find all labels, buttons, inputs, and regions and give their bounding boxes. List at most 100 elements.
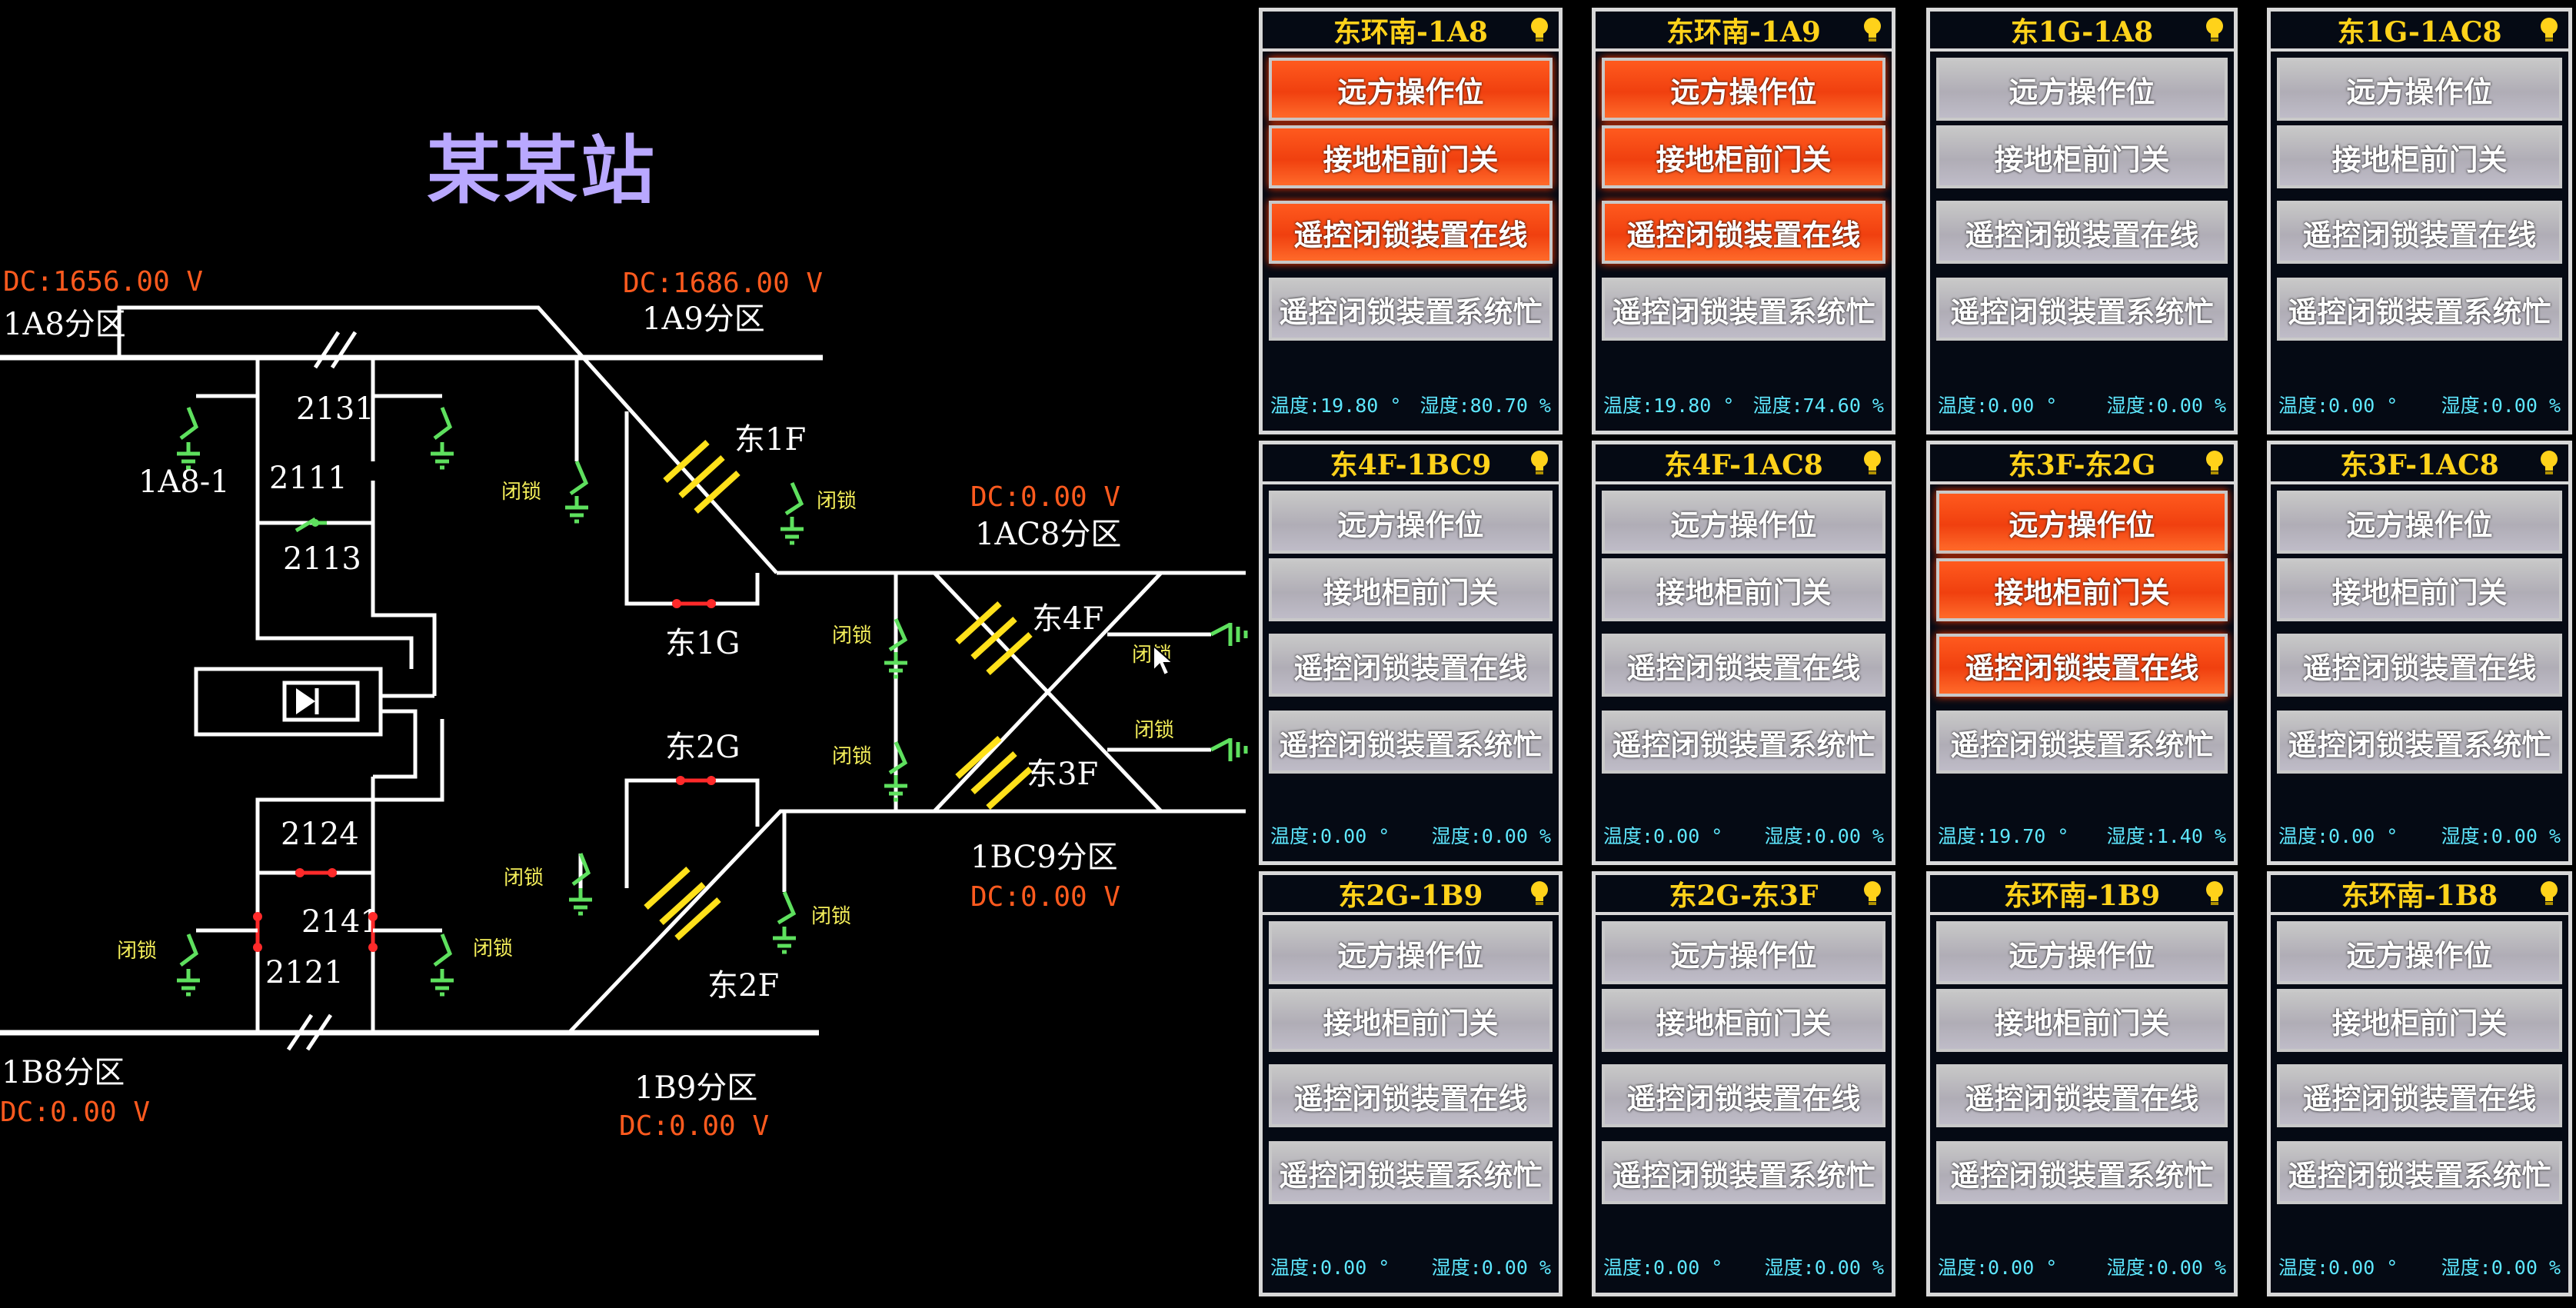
status-indicator: 遥控闭锁装置系统忙 bbox=[1936, 278, 2228, 341]
temperature-value: 温度:0.00 ° bbox=[1938, 1256, 2058, 1279]
status-indicator: 遥控闭锁装置系统忙 bbox=[1269, 278, 1553, 341]
status-indicator: 接地柜前门关 bbox=[1602, 125, 1885, 188]
earth-switch-icon[interactable] bbox=[884, 617, 908, 679]
voltage-1bc9: DC:0.00 V bbox=[970, 881, 1120, 913]
status-indicator: 接地柜前门关 bbox=[2277, 125, 2562, 188]
label-dong-2f: 东2F bbox=[707, 968, 779, 1003]
earth-switch-icon[interactable] bbox=[177, 928, 258, 997]
status-indicator: 遥控闭锁装置在线 bbox=[1936, 634, 2228, 697]
section-label-1ac8: 1AC8分区 bbox=[975, 517, 1121, 552]
status-indicator: 远方操作位 bbox=[1936, 921, 2228, 984]
section-label-1b8: 1B8分区 bbox=[2, 1055, 125, 1090]
bulb-icon[interactable] bbox=[2203, 880, 2226, 907]
switch-2111[interactable] bbox=[258, 517, 373, 533]
earth-switch-icon[interactable] bbox=[177, 358, 260, 481]
earth-switch-icon[interactable] bbox=[1107, 737, 1248, 761]
earth-switch-icon[interactable] bbox=[371, 358, 454, 470]
bulb-icon[interactable] bbox=[1861, 880, 1884, 907]
temperature-value: 温度:0.00 ° bbox=[2278, 1256, 2398, 1279]
status-indicator: 远方操作位 bbox=[1602, 921, 1885, 984]
status-indicator: 遥控闭锁装置在线 bbox=[2277, 634, 2562, 697]
temperature-value: 温度:0.00 ° bbox=[1603, 1256, 1723, 1279]
temperature-value: 温度:0.00 ° bbox=[1270, 825, 1390, 847]
temperature-value: 温度:0.00 ° bbox=[1938, 394, 2058, 417]
humidity-value: 湿度:0.00 % bbox=[1431, 825, 1551, 847]
breaker-dong-1g[interactable] bbox=[672, 599, 716, 608]
earth-switch-icon[interactable] bbox=[569, 853, 592, 916]
humidity-value: 湿度:0.00 % bbox=[1431, 1256, 1551, 1279]
panel-title: 东1G-1AC8 bbox=[2337, 16, 2502, 48]
earth-switch-icon[interactable] bbox=[373, 928, 454, 997]
temperature-value: 温度:0.00 ° bbox=[2278, 825, 2398, 847]
panel-header: 东2G-1B9 bbox=[1263, 875, 1559, 915]
panel-header: 东2G-东3F bbox=[1596, 875, 1892, 915]
temperature-value: 温度:19.70 ° bbox=[1938, 825, 2069, 847]
temperature-value: 温度:0.00 ° bbox=[1603, 825, 1723, 847]
bulb-icon[interactable] bbox=[2203, 17, 2226, 43]
temperature-value: 温度:0.00 ° bbox=[2278, 394, 2398, 417]
panel-header: 东3F-东2G bbox=[1930, 444, 2234, 484]
humidity-value: 湿度:74.60 % bbox=[1752, 394, 1884, 417]
status-indicator: 遥控闭锁装置系统忙 bbox=[1269, 1141, 1553, 1204]
breaker-dong-2g[interactable] bbox=[676, 776, 716, 785]
breaker-2124[interactable] bbox=[258, 868, 373, 877]
switch-label-2131: 2131 bbox=[296, 391, 374, 427]
status-indicator: 远方操作位 bbox=[1602, 58, 1885, 121]
panel-title: 东2G-1B9 bbox=[1338, 880, 1483, 912]
panel-title: 东2G-东3F bbox=[1669, 880, 1819, 912]
capacitor-icon[interactable] bbox=[894, 571, 1163, 813]
status-indicator: 遥控闭锁装置在线 bbox=[1269, 634, 1553, 697]
switch-label-2124: 2124 bbox=[281, 817, 359, 852]
status-indicator: 遥控闭锁装置系统忙 bbox=[1269, 711, 1553, 774]
lock-label: 闭锁 bbox=[117, 940, 157, 963]
panel-title: 东环南-1A8 bbox=[1333, 16, 1488, 48]
bulb-icon[interactable] bbox=[2538, 880, 2561, 907]
earth-switch-icon[interactable] bbox=[884, 741, 908, 802]
status-indicator: 接地柜前门关 bbox=[1602, 989, 1885, 1052]
earth-switch-icon[interactable] bbox=[565, 358, 589, 524]
status-indicator: 遥控闭锁装置在线 bbox=[1269, 201, 1553, 264]
sensor-readout: 温度:0.00 °湿度:0.00 % bbox=[1270, 1253, 1551, 1279]
status-indicator: 遥控闭锁装置系统忙 bbox=[1936, 711, 2228, 774]
humidity-value: 湿度:0.00 % bbox=[1764, 825, 1884, 847]
voltage-1ac8: DC:0.00 V bbox=[970, 481, 1120, 513]
status-indicator: 接地柜前门关 bbox=[1269, 989, 1553, 1052]
status-indicator: 遥控闭锁装置系统忙 bbox=[2277, 711, 2562, 774]
status-indicator: 远方操作位 bbox=[1269, 58, 1553, 121]
lock-label: 闭锁 bbox=[832, 624, 872, 647]
status-indicator: 遥控闭锁装置在线 bbox=[1269, 1064, 1553, 1127]
status-indicator: 接地柜前门关 bbox=[1936, 558, 2228, 621]
panel-title: 东环南-1B9 bbox=[2003, 880, 2161, 912]
bulb-icon[interactable] bbox=[1861, 17, 1884, 43]
sensor-readout: 温度:19.80 °湿度:80.70 % bbox=[1270, 391, 1551, 417]
bulb-icon[interactable] bbox=[1528, 880, 1551, 907]
status-indicator: 遥控闭锁装置在线 bbox=[2277, 1064, 2562, 1127]
status-indicator: 接地柜前门关 bbox=[1269, 558, 1553, 621]
switch-label-2121: 2121 bbox=[265, 955, 344, 990]
status-indicator: 远方操作位 bbox=[1936, 58, 2228, 121]
earth-switch-icon[interactable] bbox=[780, 481, 804, 545]
earth-switch-icon[interactable] bbox=[1107, 622, 1248, 646]
bulb-icon[interactable] bbox=[1861, 450, 1884, 476]
label-dong-1f: 东1F bbox=[734, 422, 806, 458]
section-label-1a9: 1A9分区 bbox=[642, 301, 765, 337]
bulb-icon[interactable] bbox=[2538, 17, 2561, 43]
bulb-icon[interactable] bbox=[2538, 450, 2561, 476]
section-label-1bc9: 1BC9分区 bbox=[970, 840, 1118, 875]
earth-switch-icon[interactable] bbox=[773, 811, 797, 954]
status-indicator: 接地柜前门关 bbox=[2277, 558, 2562, 621]
top-bus bbox=[0, 305, 823, 574]
bulb-icon[interactable] bbox=[1528, 450, 1551, 476]
label-dong-2g: 东2G bbox=[665, 730, 740, 765]
switch-label-2141: 2141 bbox=[301, 904, 380, 940]
capacitor-icon[interactable] bbox=[567, 778, 1246, 1034]
bulb-icon[interactable] bbox=[2203, 450, 2226, 476]
sensor-readout: 温度:0.00 °湿度:0.00 % bbox=[2278, 391, 2561, 417]
bulb-icon[interactable] bbox=[1528, 17, 1551, 43]
lock-label: 闭锁 bbox=[817, 490, 857, 513]
